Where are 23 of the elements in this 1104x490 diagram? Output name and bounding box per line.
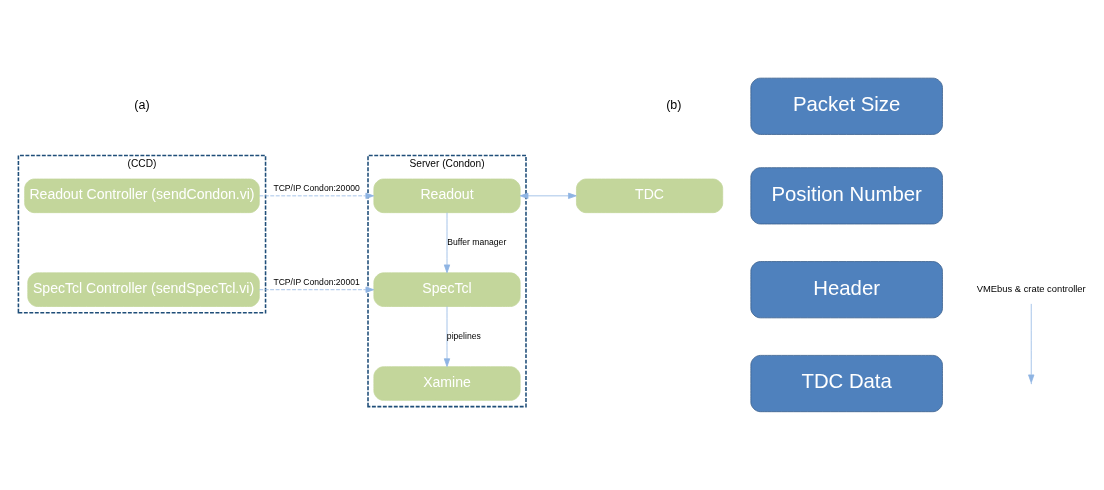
node-box: Readout [373,178,521,213]
edge-label: Buffer manager [447,236,507,247]
edge-label: TCP/IP Condon:20001 [273,276,360,287]
node-box: Packet Size [750,77,943,135]
arrow [443,305,451,367]
node-box: Xamine [373,365,521,401]
node-box: SpecTcl Controller (sendSpecTcl.vi) [27,272,260,307]
node-box: Position Number [750,166,943,224]
node-box: Header [750,260,943,318]
edge-label: TCP/IP Condon:20000 [273,182,360,193]
node-box: SpecTcl [373,272,521,307]
arrow [259,192,375,199]
node-box: TDC [576,178,724,213]
edge-label: pipelines [446,330,481,341]
node-box: TDC Data [750,354,943,412]
node-box: Readout Controller (sendCondon.vi) [24,178,260,213]
arrow [1028,303,1035,383]
arrow [443,211,451,273]
arrow [258,286,375,293]
arrow [519,192,577,199]
node-text: VMEbus & crate controller [976,283,1086,294]
label: (a) [134,97,150,112]
label: (b) [666,97,682,112]
